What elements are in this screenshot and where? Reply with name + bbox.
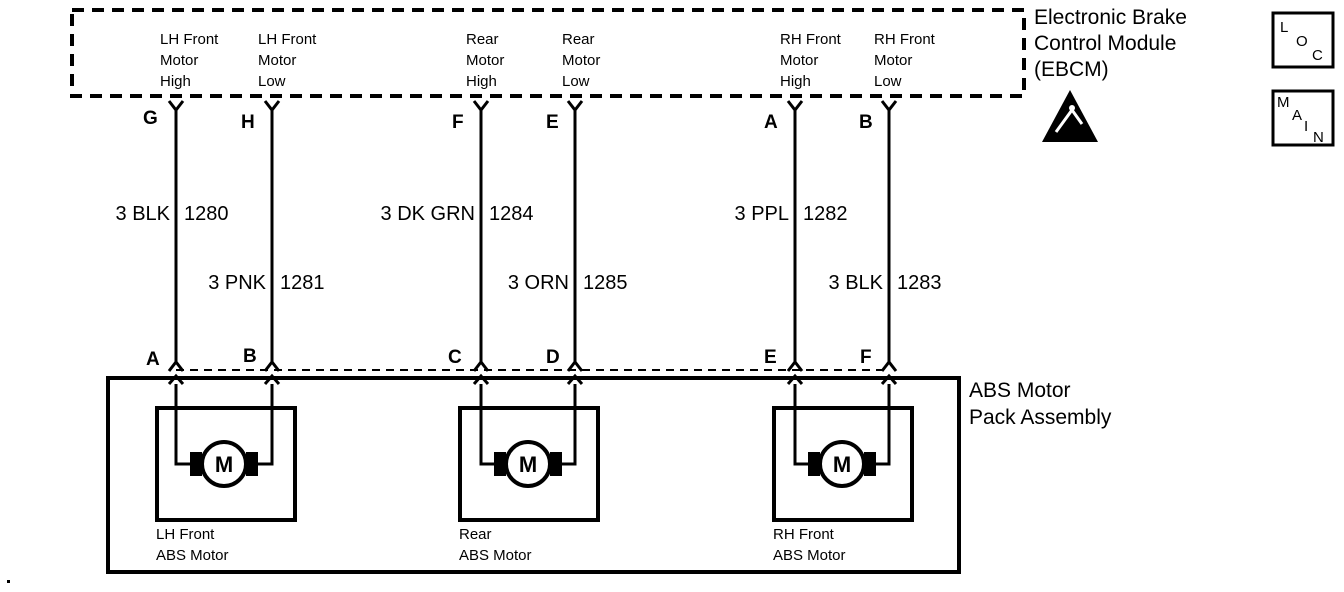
motor-pack-connector-symbols xyxy=(167,359,898,385)
motor-rh-front: M RH Front ABS Motor xyxy=(772,384,914,564)
terminal-6-line-3: Low xyxy=(874,73,902,90)
ebcm-pin-6: B xyxy=(859,112,873,133)
pack-pin-4: D xyxy=(546,347,560,368)
motor-rear-label-2: ABS Motor xyxy=(459,547,532,564)
ebcm-pin-4: E xyxy=(546,112,559,133)
terminal-2-line-2: Motor xyxy=(258,52,296,69)
ebcm-pin-letters: G H F E A B xyxy=(143,108,873,133)
terminal-2-line-3: Low xyxy=(258,73,286,90)
main-letter-4: N xyxy=(1313,129,1324,146)
ebcm-terminal-labels: LH Front Motor High LH Front Motor Low R… xyxy=(160,31,936,90)
wire-3-color: 3 DK GRN xyxy=(381,203,475,225)
stray-mark xyxy=(7,580,10,583)
motor-pack-name-line-2: Pack Assembly xyxy=(969,406,1112,429)
motor-pack-name-line-1: ABS Motor xyxy=(969,379,1071,402)
wire-5-circuit: 1282 xyxy=(803,203,848,225)
terminal-4-line-3: Low xyxy=(562,73,590,90)
motor-rear-letter: M xyxy=(519,452,537,477)
wire-6-color: 3 BLK xyxy=(829,272,884,294)
terminal-5-line-1: RH Front xyxy=(780,31,842,48)
esd-warning-icon xyxy=(1042,90,1098,142)
ebcm-pin-5: A xyxy=(764,112,778,133)
pack-pin-6: F xyxy=(860,347,872,368)
wire-6-circuit: 1283 xyxy=(897,272,942,294)
pack-pin-5: E xyxy=(764,347,777,368)
pack-pin-3: C xyxy=(448,347,462,368)
motor-rh-front-label-1: RH Front xyxy=(773,526,835,543)
wire-2-circuit: 1281 xyxy=(280,272,325,294)
wire-4-circuit: 1285 xyxy=(583,272,628,294)
motor-pack-outline xyxy=(106,376,961,574)
terminal-5-line-3: High xyxy=(780,73,811,90)
wire-1-circuit: 1280 xyxy=(184,203,229,225)
wires xyxy=(174,108,891,364)
ebcm-name-line-1: Electronic Brake xyxy=(1034,6,1187,29)
main-icon: M A I N xyxy=(1271,89,1335,147)
loc-letter-3: C xyxy=(1312,47,1323,64)
terminal-1-line-2: Motor xyxy=(160,52,198,69)
wire-5-color: 3 PPL xyxy=(735,203,789,225)
motor-lh-front-letter: M xyxy=(215,452,233,477)
loc-letter-2: O xyxy=(1296,33,1308,50)
terminal-3-line-3: High xyxy=(466,73,497,90)
terminal-6-line-2: Motor xyxy=(874,52,912,69)
terminal-4-line-2: Motor xyxy=(562,52,600,69)
ebcm-pin-2: H xyxy=(241,112,255,133)
loc-letter-1: L xyxy=(1280,19,1288,36)
ebcm-pin-1: G xyxy=(143,108,158,129)
wire-2-color: 3 PNK xyxy=(208,272,266,294)
terminal-2-line-1: LH Front xyxy=(258,31,317,48)
motor-rear: M Rear ABS Motor xyxy=(458,384,600,564)
motor-lh-front-label-1: LH Front xyxy=(156,526,215,543)
pack-pin-2: B xyxy=(243,346,257,367)
motor-rh-front-letter: M xyxy=(833,452,851,477)
terminal-4-line-1: Rear xyxy=(562,31,595,48)
loc-icon: L O C xyxy=(1271,11,1335,69)
wire-1-color: 3 BLK xyxy=(116,203,171,225)
terminal-6-line-1: RH Front xyxy=(874,31,936,48)
motor-symbol-lh-front xyxy=(200,440,248,488)
motor-pack-pin-letters: A B C D E F xyxy=(146,346,872,370)
ebcm-connector-symbols xyxy=(167,100,898,113)
pack-pin-1: A xyxy=(146,349,160,370)
wire-labels: 3 BLK 1280 3 PNK 1281 3 DK GRN 1284 3 OR… xyxy=(116,203,942,294)
terminal-5-line-2: Motor xyxy=(780,52,818,69)
main-letter-2: A xyxy=(1292,107,1302,124)
motor-lh-front: M LH Front ABS Motor xyxy=(155,384,297,564)
ebcm-name-line-3: (EBCM) xyxy=(1034,58,1109,81)
motor-symbol-rh-front xyxy=(818,440,866,488)
terminal-3-line-1: Rear xyxy=(466,31,499,48)
ebcm-name-line-2: Control Module xyxy=(1034,32,1176,55)
main-letter-3: I xyxy=(1304,118,1308,135)
motor-rear-label-1: Rear xyxy=(459,526,492,543)
wire-3-circuit: 1284 xyxy=(489,203,534,225)
terminal-3-line-2: Motor xyxy=(466,52,504,69)
ebcm-pin-3: F xyxy=(452,112,464,133)
motor-rh-front-label-2: ABS Motor xyxy=(773,547,846,564)
motor-lh-front-label-2: ABS Motor xyxy=(156,547,229,564)
terminal-1-line-3: High xyxy=(160,73,191,90)
motor-symbol-rear xyxy=(504,440,552,488)
main-letter-1: M xyxy=(1277,94,1290,111)
terminal-1-line-1: LH Front xyxy=(160,31,219,48)
wire-4-color: 3 ORN xyxy=(508,272,569,294)
